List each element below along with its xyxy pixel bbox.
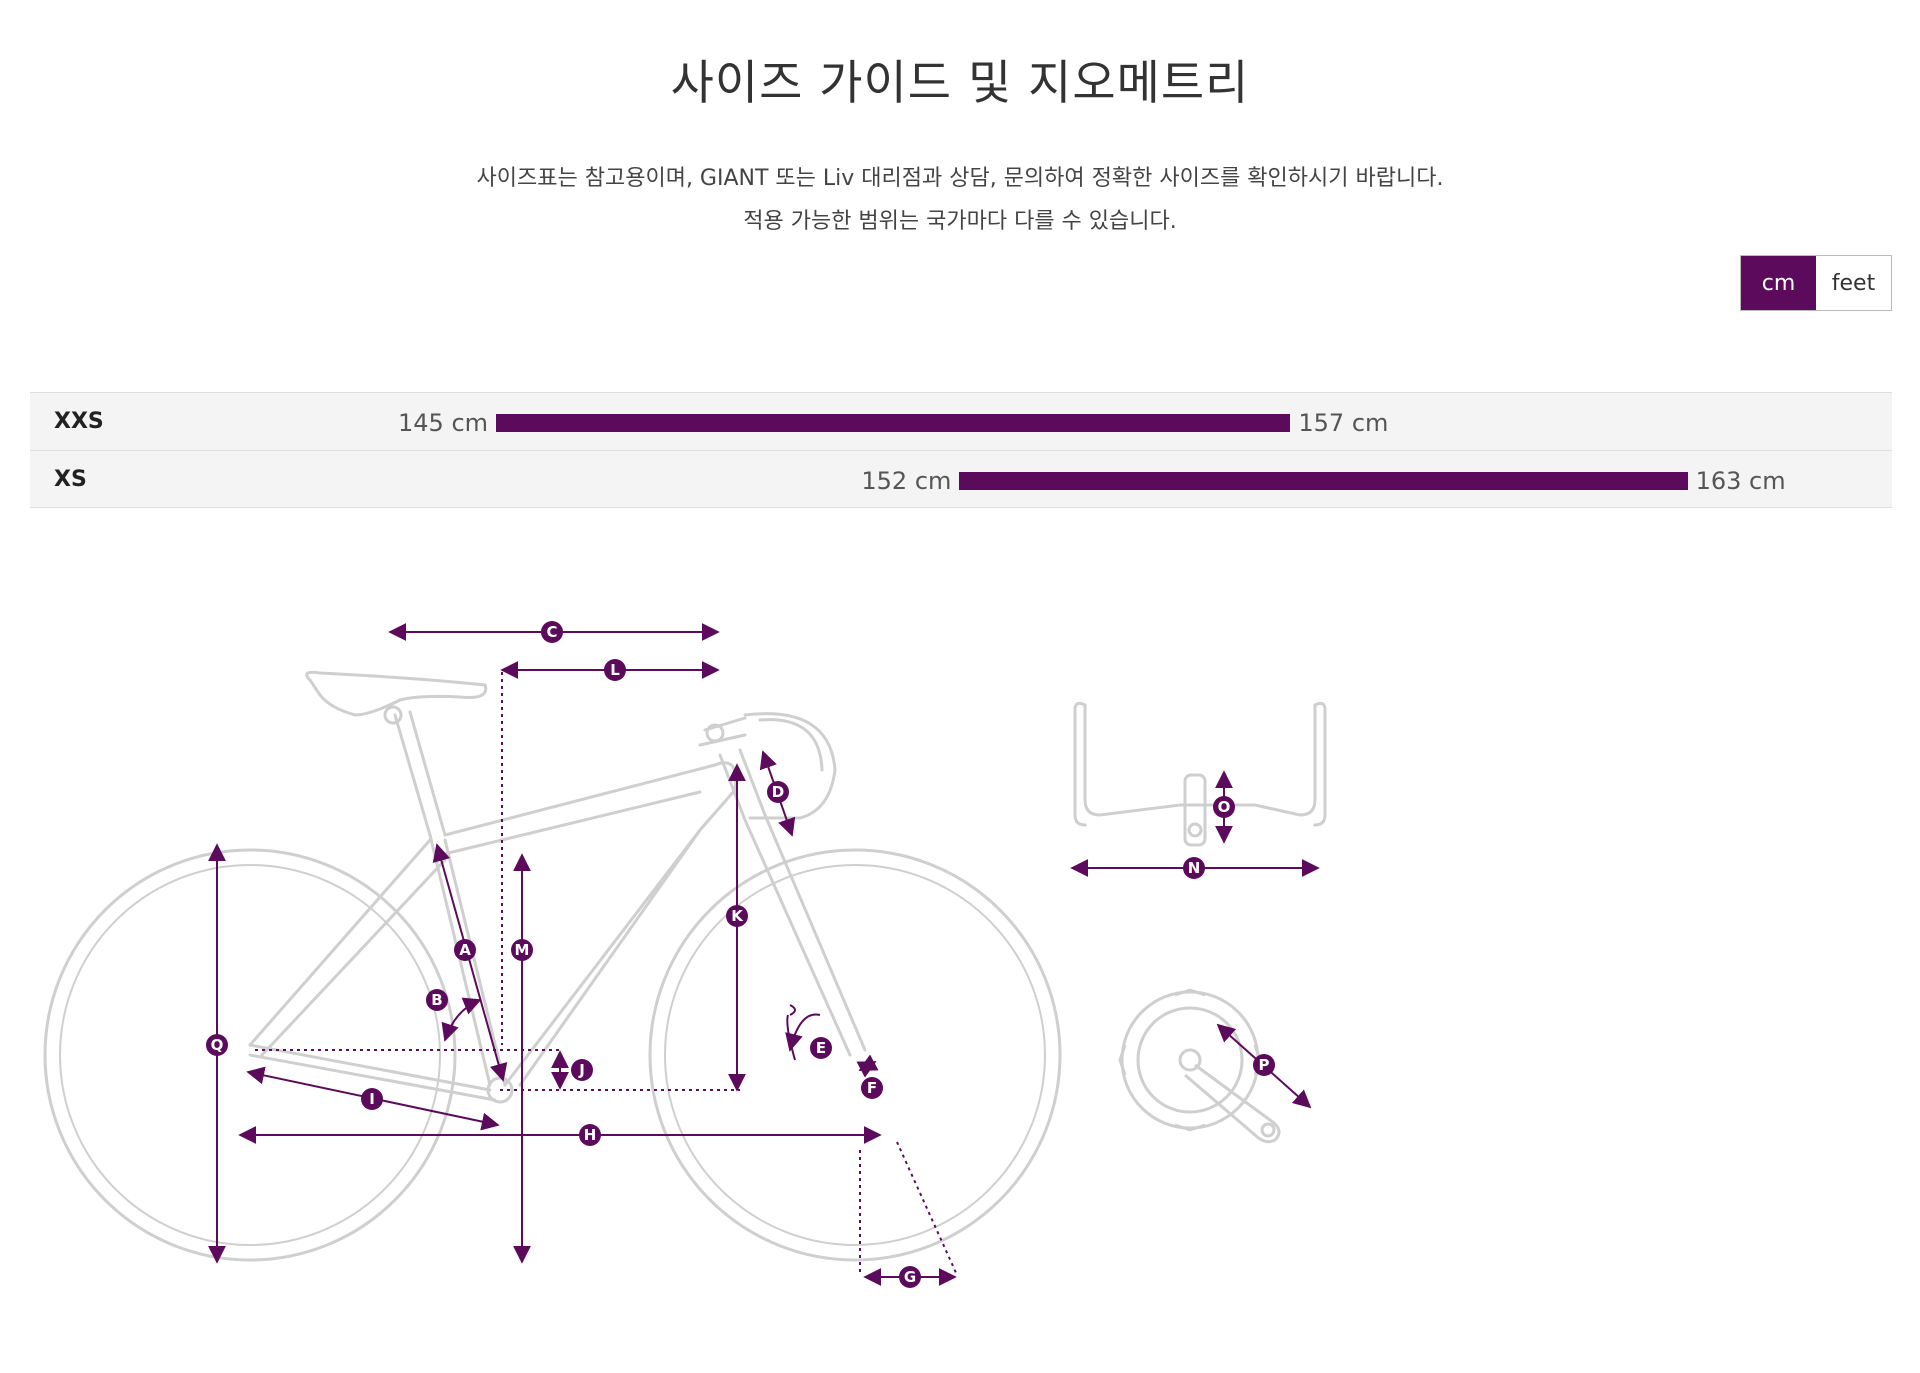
badge-p: P	[1253, 1054, 1275, 1076]
badge-j: J	[571, 1059, 593, 1081]
bike-geometry-diagram: A B C D E F G H I J K L M N O P Q	[43, 621, 1327, 1288]
front-wheel	[648, 848, 1062, 1262]
svg-text:O: O	[1218, 798, 1231, 816]
unit-feet-button[interactable]: feet	[1816, 256, 1891, 310]
svg-text:G: G	[904, 1268, 916, 1286]
unit-toggle: cm feet	[1740, 255, 1892, 311]
size-notice-line-2: 적용 가능한 범위는 국가마다 다를 수 있습니다.	[743, 209, 1177, 234]
range-max-label: 157 cm	[1298, 409, 1389, 437]
svg-text:K: K	[731, 907, 744, 925]
badge-l: L	[604, 659, 626, 681]
badge-b: B	[426, 989, 448, 1011]
range-max-label: 163 cm	[1695, 467, 1786, 495]
badge-o: O	[1213, 796, 1235, 818]
badge-d: D	[767, 781, 789, 803]
svg-text:E: E	[816, 1039, 826, 1057]
svg-text:Q: Q	[211, 1036, 224, 1054]
svg-text:L: L	[610, 661, 620, 679]
badge-e: E	[810, 1037, 832, 1059]
badge-g: G	[899, 1266, 921, 1288]
svg-text:J: J	[578, 1061, 585, 1079]
svg-text:A: A	[459, 941, 471, 959]
dimension-badges: A B C D E F G H I J K L M N O P Q	[206, 621, 1275, 1288]
range-bar	[959, 472, 1688, 490]
svg-text:I: I	[369, 1090, 375, 1108]
badge-n: N	[1183, 857, 1205, 879]
badge-m: M	[511, 939, 533, 961]
svg-text:M: M	[515, 941, 530, 959]
svg-text:C: C	[546, 623, 557, 641]
svg-text:D: D	[772, 783, 784, 801]
badge-f: F	[861, 1077, 883, 1099]
badge-c: C	[541, 621, 563, 643]
svg-text:P: P	[1259, 1056, 1270, 1074]
range-bar	[496, 414, 1291, 432]
svg-text:H: H	[584, 1126, 597, 1144]
badge-k: K	[726, 905, 748, 927]
svg-text:F: F	[867, 1079, 877, 1097]
size-label: XXS	[54, 409, 104, 434]
dimension-lines	[208, 623, 1320, 1286]
size-notice-line-1: 사이즈표는 참고용이며, GIANT 또는 Liv 대리점과 상담, 문의하여 …	[476, 166, 1444, 191]
bike-illustration	[43, 670, 1062, 1262]
badge-i: I	[361, 1088, 383, 1110]
svg-text:B: B	[431, 991, 442, 1009]
page-title: 사이즈 가이드 및 지오메트리	[670, 56, 1250, 111]
range-min-label: 152 cm	[861, 467, 952, 495]
unit-cm-button[interactable]: cm	[1741, 256, 1816, 310]
badge-h: H	[579, 1124, 601, 1146]
handlebar-front-view	[1073, 701, 1327, 847]
size-row-xs: XS 152 cm 163 cm	[30, 450, 1892, 508]
size-label: XS	[54, 467, 87, 492]
size-row-xxs: XXS 145 cm 157 cm	[30, 392, 1892, 450]
svg-text:N: N	[1188, 859, 1201, 877]
badge-a: A	[454, 939, 476, 961]
badge-q: Q	[206, 1034, 228, 1056]
range-min-label: 145 cm	[398, 409, 489, 437]
size-range-table: XXS 145 cm 157 cm XS 152 cm 163 cm	[30, 392, 1892, 508]
